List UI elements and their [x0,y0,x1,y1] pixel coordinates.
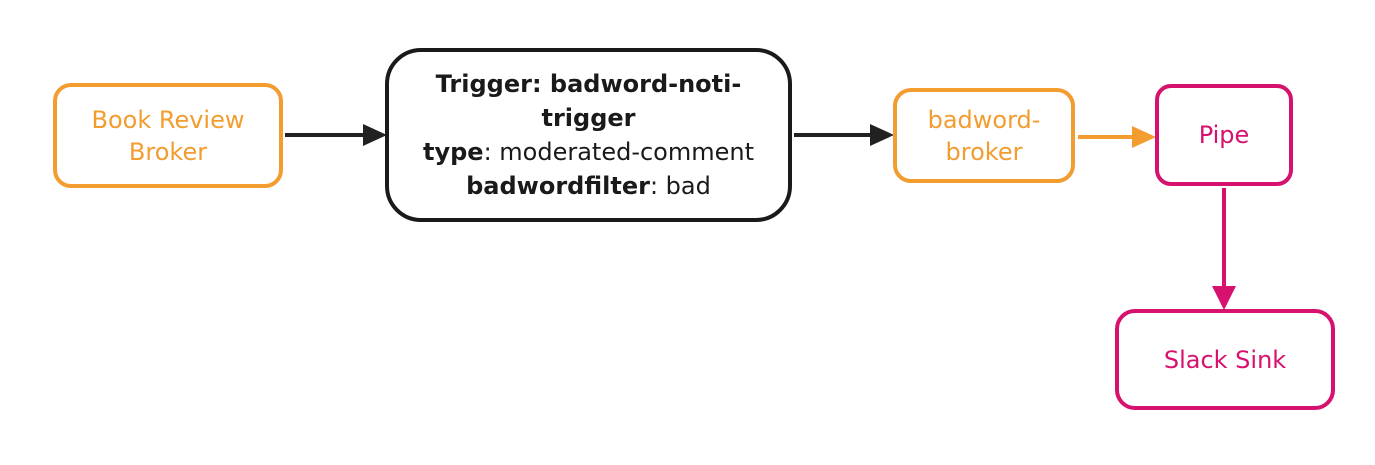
trigger-type-key: type [422,138,484,166]
node-trigger: Trigger: badword-noti-trigger type: mode… [385,48,792,222]
node-pipe-label: Pipe [1198,121,1250,149]
trigger-filter-value: : bad [649,172,711,200]
arrowhead-right-icon [870,124,894,146]
node-book-review-broker-label-line2: Broker [128,137,208,166]
arrow-badword-broker-to-pipe [1078,126,1156,148]
arrowhead-down-icon [1212,286,1236,310]
trigger-line3: badwordfilter: bad [466,169,711,203]
arrowhead-right-icon [1132,126,1156,148]
arrow-trigger-to-badword-broker [794,124,894,146]
node-book-review-broker: Book Review Broker [53,83,283,188]
trigger-type-value: : moderated-comment [483,138,755,166]
arrowhead-right-icon [363,124,387,146]
node-slack-sink: Slack Sink [1115,309,1335,410]
trigger-name-text: Trigger: badword-noti-trigger [435,70,742,132]
node-pipe: Pipe [1155,84,1293,186]
arrow-pipe-to-slack-sink [1212,188,1236,310]
trigger-filter-key: badwordfilter [466,172,650,200]
node-badword-broker: badword- broker [893,88,1075,183]
node-badword-broker-label-line2: broker [945,137,1023,166]
node-slack-sink-label: Slack Sink [1163,345,1287,374]
trigger-line2: type: moderated-comment [423,135,754,169]
node-badword-broker-label-line1: badword- [927,105,1041,134]
trigger-line1: Trigger: badword-noti-trigger [389,67,788,135]
arrow-book-review-broker-to-trigger [285,124,387,146]
node-book-review-broker-label-line1: Book Review [91,105,245,134]
